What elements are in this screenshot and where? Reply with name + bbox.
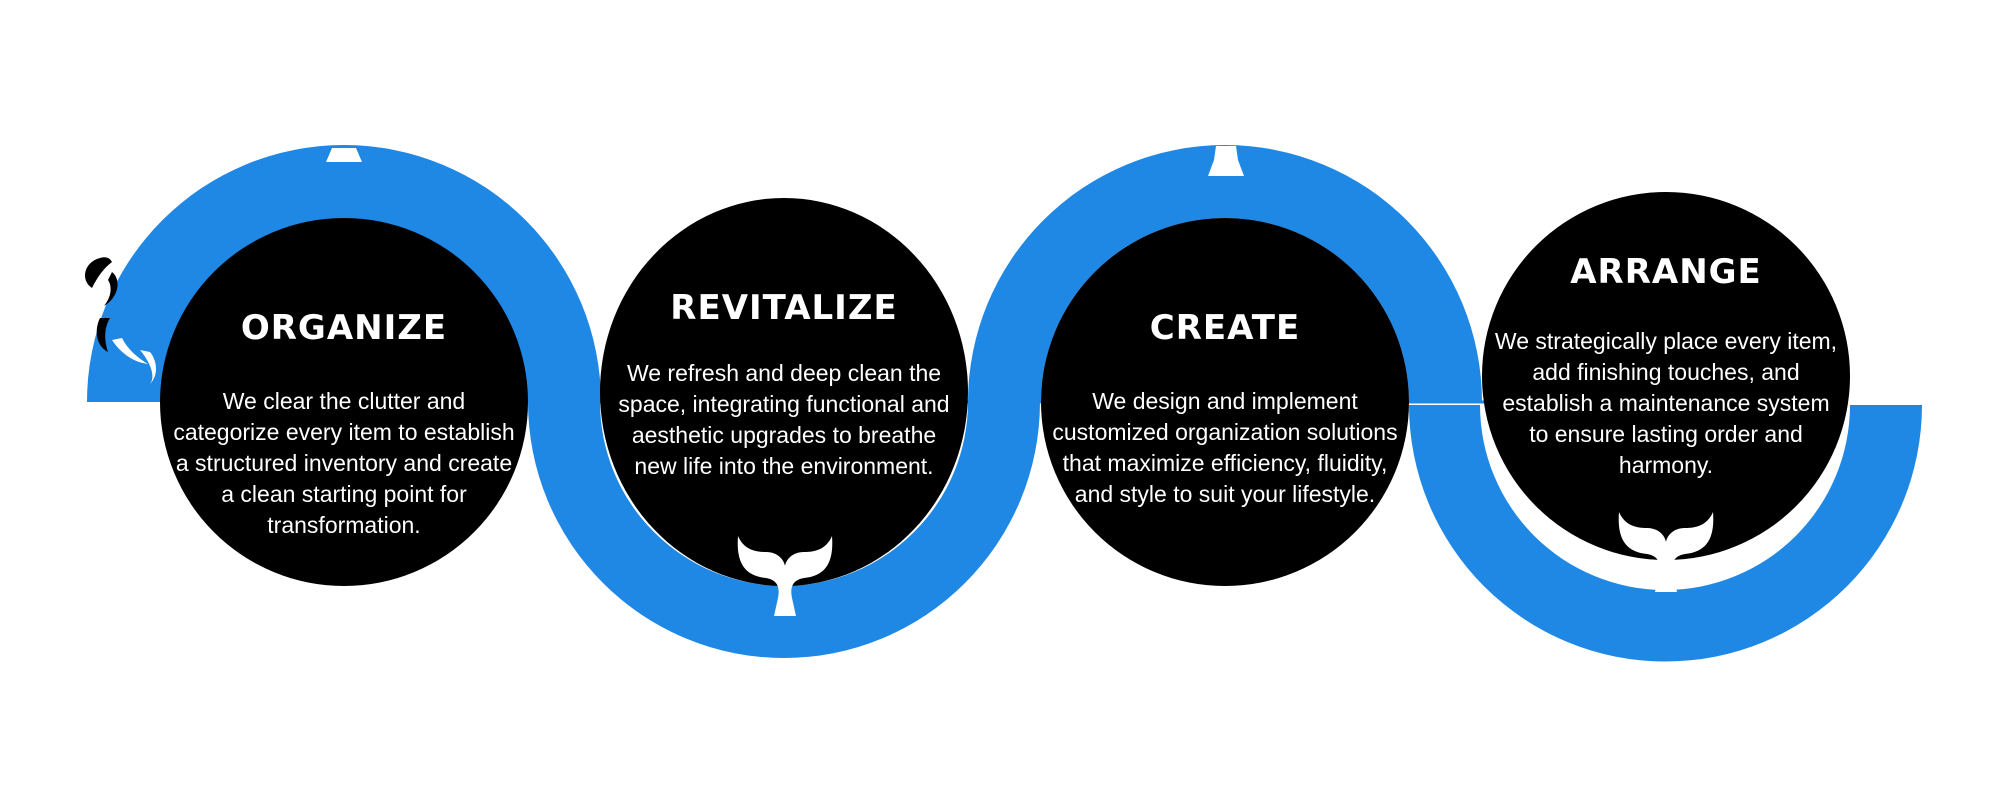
whale-tail-icon xyxy=(737,536,833,616)
step-description: We design and implement customized organ… xyxy=(1052,388,1398,507)
wave-arc-3 xyxy=(968,145,1482,402)
step-title: REVITALIZE xyxy=(670,288,898,328)
wave-arc-2 xyxy=(528,402,1040,658)
step-title: CREATE xyxy=(1149,308,1301,348)
wave-arc-4 xyxy=(1409,405,1922,662)
whale-tail-icon xyxy=(326,148,362,162)
splash-icon xyxy=(85,257,156,384)
step-create: CREATE We design and implement customize… xyxy=(1041,218,1409,586)
step-description: We clear the clutter and categorize ever… xyxy=(173,388,515,538)
step-revitalize: REVITALIZE We refresh and deep clean the… xyxy=(600,198,968,586)
step-description: We strategically place every item, add f… xyxy=(1494,328,1838,478)
step-arrange: ARRANGE We strategically place every ite… xyxy=(1482,192,1850,560)
step-title: ORGANIZE xyxy=(240,308,448,348)
whale-tail-icon xyxy=(1618,512,1714,592)
step-title: ARRANGE xyxy=(1570,252,1762,292)
whale-tail-icon xyxy=(1208,146,1244,176)
step-organize: ORGANIZE We clear the clutter and catego… xyxy=(160,218,528,586)
step-description: We refresh and deep clean the space, int… xyxy=(618,360,950,479)
wave-arc-1 xyxy=(87,145,601,402)
